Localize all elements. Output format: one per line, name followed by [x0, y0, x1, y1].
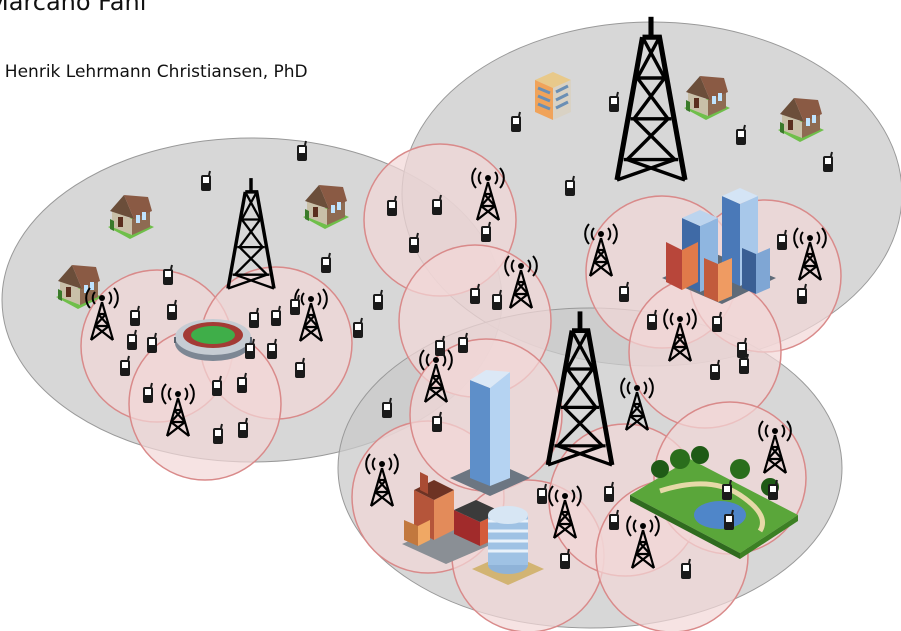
supervisor-name: . Henrik Lehrmann Christiansen, PhD	[0, 62, 308, 82]
author-name: Marcano Fani	[0, 0, 147, 16]
apartment-building-icon	[533, 70, 573, 122]
stadium-icon	[174, 318, 252, 362]
